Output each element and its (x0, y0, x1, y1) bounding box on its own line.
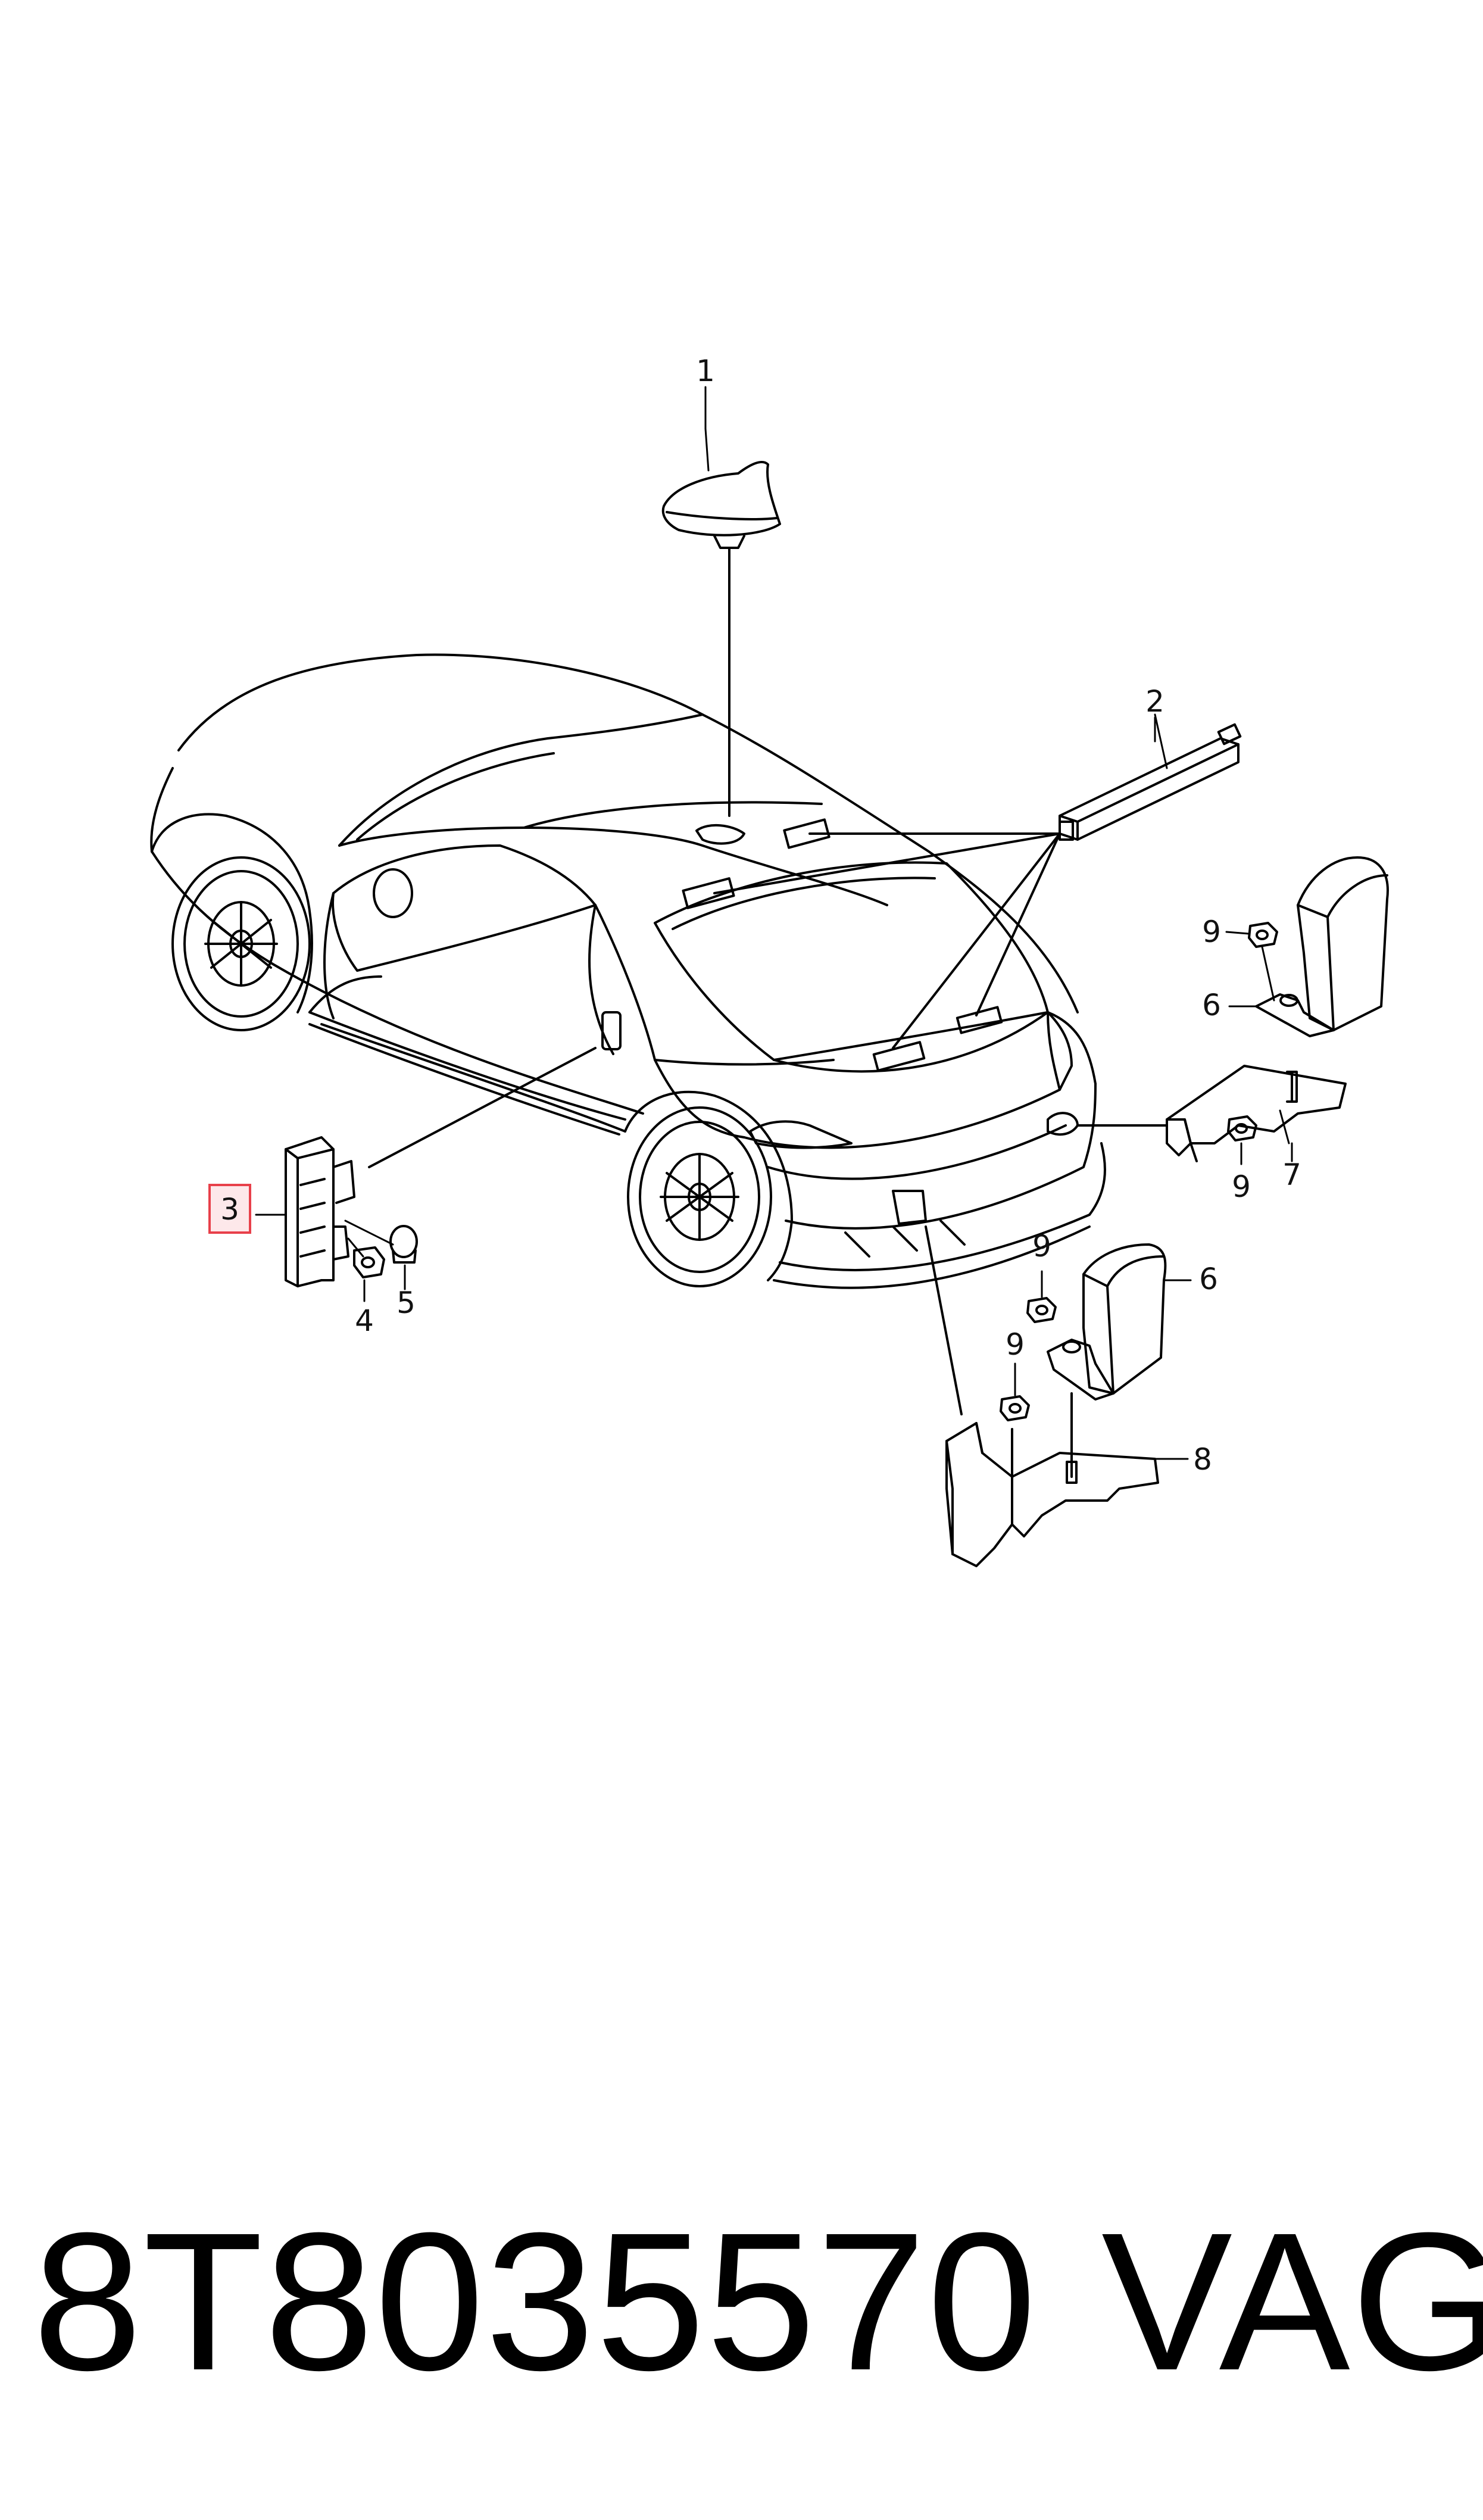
part-5-plug (389, 1225, 418, 1290)
part-3-control-module (255, 1047, 597, 1287)
part-6-upper-module (1228, 856, 1389, 1037)
car-illustration (150, 653, 1106, 1289)
callout-9-right: 9 (1232, 1169, 1251, 1204)
part-number-text: 8T8035570 (33, 2191, 1038, 2411)
part-2-antenna-amplifier (713, 713, 1242, 1049)
callout-leaders (1154, 716, 1293, 1460)
callout-6-lower: 6 (1199, 1262, 1218, 1296)
callout-8: 8 (1193, 1442, 1212, 1477)
callout-1: 1 (696, 354, 715, 388)
part-7-bracket (1076, 1065, 1347, 1162)
callout-9-lower-right: 9 (1032, 1229, 1051, 1264)
part-4-nut (353, 1246, 385, 1302)
part-8-bracket (925, 1225, 1159, 1567)
callout-2: 2 (1145, 684, 1164, 719)
callout-6-upper: 6 (1202, 988, 1221, 1022)
brand-text: VAG (1101, 2191, 1483, 2411)
callout-5: 5 (396, 1286, 416, 1320)
callout-9-upper: 9 (1202, 915, 1221, 949)
callout-9-lower-left: 9 (1006, 1327, 1025, 1362)
mount-marker-group (601, 818, 1079, 1225)
part-6-lower-module (1047, 1243, 1192, 1401)
callout-7: 7 (1282, 1158, 1301, 1192)
roof-antenna-mount (695, 824, 745, 845)
part-9-nuts (1000, 922, 1278, 1421)
callout-3-highlight-box (208, 1184, 251, 1234)
callout-4: 4 (355, 1303, 374, 1338)
part-1-roof-antenna (661, 386, 781, 817)
callout-3: 3 (220, 1192, 239, 1227)
